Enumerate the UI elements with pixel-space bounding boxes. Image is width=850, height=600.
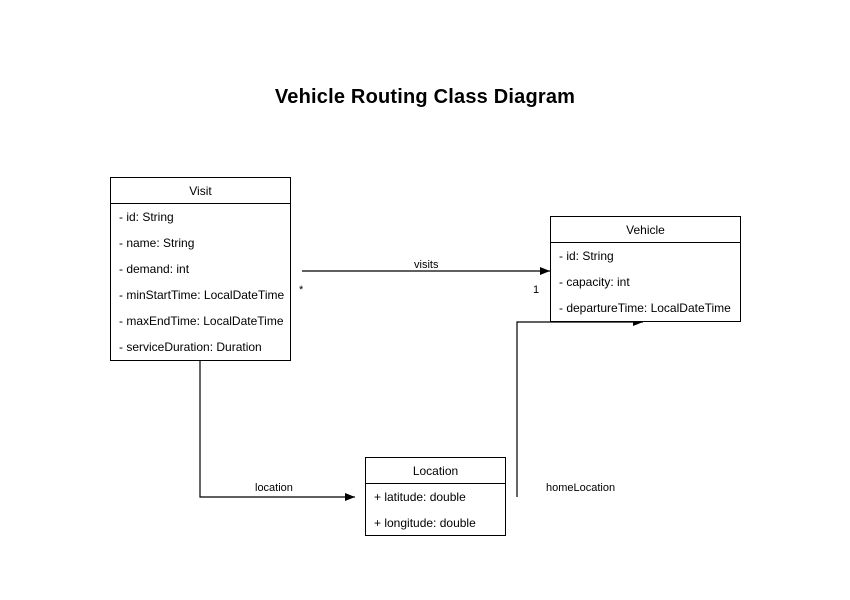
class-name-visit: Visit [111, 178, 290, 204]
class-name-location: Location [366, 458, 505, 484]
edge-label-location: location [255, 482, 293, 494]
multiplicity-visit-side: * [299, 284, 304, 296]
attribute-row: - name: String [119, 236, 195, 250]
attribute-row: - departureTime: LocalDateTime [559, 301, 731, 315]
attribute-row: + latitude: double [374, 490, 466, 504]
edge-location[interactable] [199, 361, 355, 501]
attribute-row: - serviceDuration: Duration [119, 340, 262, 354]
attribute-row: - id: String [559, 249, 614, 263]
edge-label-home-location: homeLocation [546, 482, 616, 494]
page-title: Vehicle Routing Class Diagram [274, 86, 576, 108]
class-box-location[interactable]: Location + latitude: double + longitude:… [365, 457, 506, 536]
class-attributes-location: + latitude: double + longitude: double [366, 484, 505, 536]
attribute-row: - demand: int [119, 262, 190, 276]
class-name-vehicle: Vehicle [551, 217, 740, 243]
attribute-row: - maxEndTime: LocalDateTime [119, 314, 284, 328]
multiplicity-vehicle-side: 1 [533, 284, 540, 296]
edge-home-location[interactable] [516, 318, 643, 497]
attribute-row: - minStartTime: LocalDateTime [119, 288, 285, 302]
attribute-row: - id: String [119, 210, 174, 224]
attribute-row: - capacity: int [559, 275, 630, 289]
edge-label-visits: visits [414, 259, 439, 271]
class-attributes-vehicle: - id: String - capacity: int - departure… [551, 243, 740, 321]
attribute-row: + longitude: double [374, 516, 476, 530]
class-box-visit[interactable]: Visit - id: String - name: String - dema… [110, 177, 291, 361]
class-box-vehicle[interactable]: Vehicle - id: String - capacity: int - d… [550, 216, 741, 322]
class-attributes-visit: - id: String - name: String - demand: in… [111, 204, 290, 360]
